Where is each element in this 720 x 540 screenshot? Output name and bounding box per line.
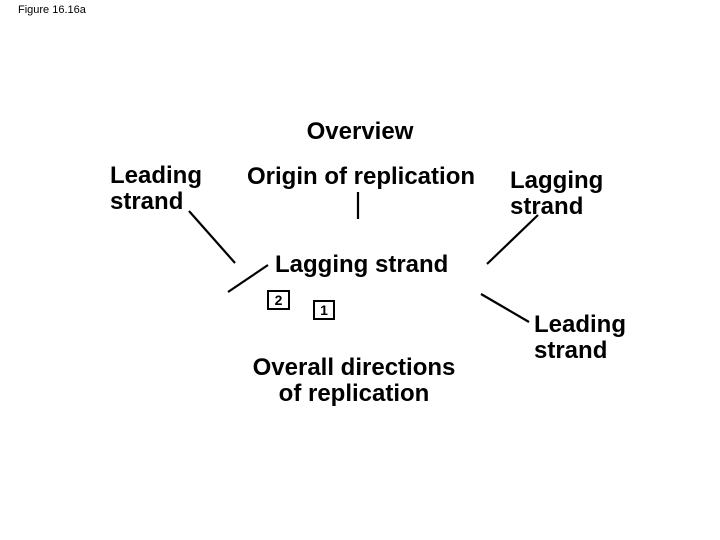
leader-line-leading-strand-right (480, 293, 530, 323)
label-leading-strand-top-left: Leading strand (110, 162, 203, 215)
step-2-marker: 2 (267, 290, 290, 310)
leader-line-lagging-strand-top-right (486, 214, 539, 265)
figure-label: Figure 16.16a (18, 4, 86, 16)
label-origin-of-replication: Origin of replication (247, 163, 476, 190)
leader-line-lagging-strand-center (227, 264, 269, 293)
diagram-title: Overview (306, 118, 414, 145)
step-1-number: 1 (320, 302, 328, 318)
step-2-number: 2 (274, 292, 283, 308)
label-lagging-strand-center: Lagging strand (275, 251, 449, 278)
label-leading-strand-right: Leading strand (534, 311, 627, 364)
label-overall-directions: Overall directions of replication (252, 354, 456, 407)
leader-line-leading-strand-top-left (188, 210, 236, 264)
step-1-marker: 1 (313, 300, 335, 320)
label-lagging-strand-top-right: Lagging strand (510, 167, 604, 220)
